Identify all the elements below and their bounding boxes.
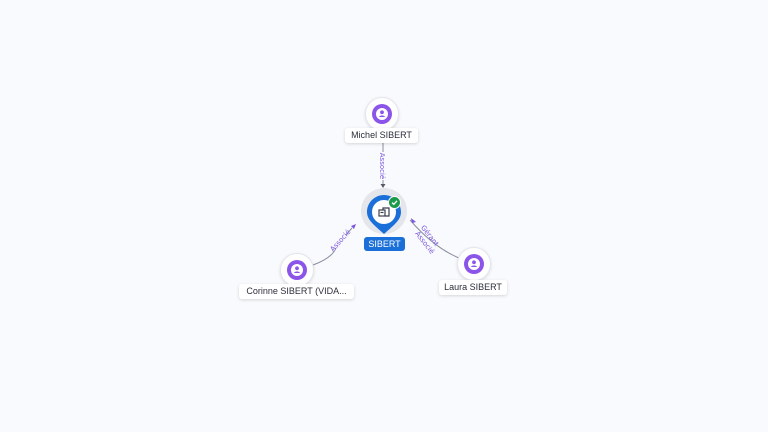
edge-michel-sibert: Associé [378,143,386,188]
person-node-corinne[interactable] [280,253,314,287]
map-pin-icon [367,195,401,234]
edge-laura-sibert: Gérant Associé [409,218,465,261]
person-label-corinne[interactable]: Corinne SIBERT (VIDA... [239,284,354,299]
check-icon [391,200,398,206]
person-icon [468,258,480,270]
person-label-laura[interactable]: Laura SIBERT [439,280,507,295]
person-icon [291,264,303,276]
avatar [287,260,307,280]
verified-badge [388,196,401,209]
edge-label-michel: Associé [378,153,386,179]
avatar [464,254,484,274]
avatar [372,104,392,124]
person-node-laura[interactable] [457,247,491,281]
edge-label-corinne: Associé [329,228,353,253]
company-label-sibert[interactable]: SIBERT [364,237,405,251]
company-node-sibert[interactable] [359,188,409,238]
person-label-michel[interactable]: Michel SIBERT [345,128,418,143]
person-icon [376,108,388,120]
edge-corinne-sibert: Associé [312,224,356,266]
building-icon [378,207,390,217]
person-node-michel[interactable] [365,97,399,131]
